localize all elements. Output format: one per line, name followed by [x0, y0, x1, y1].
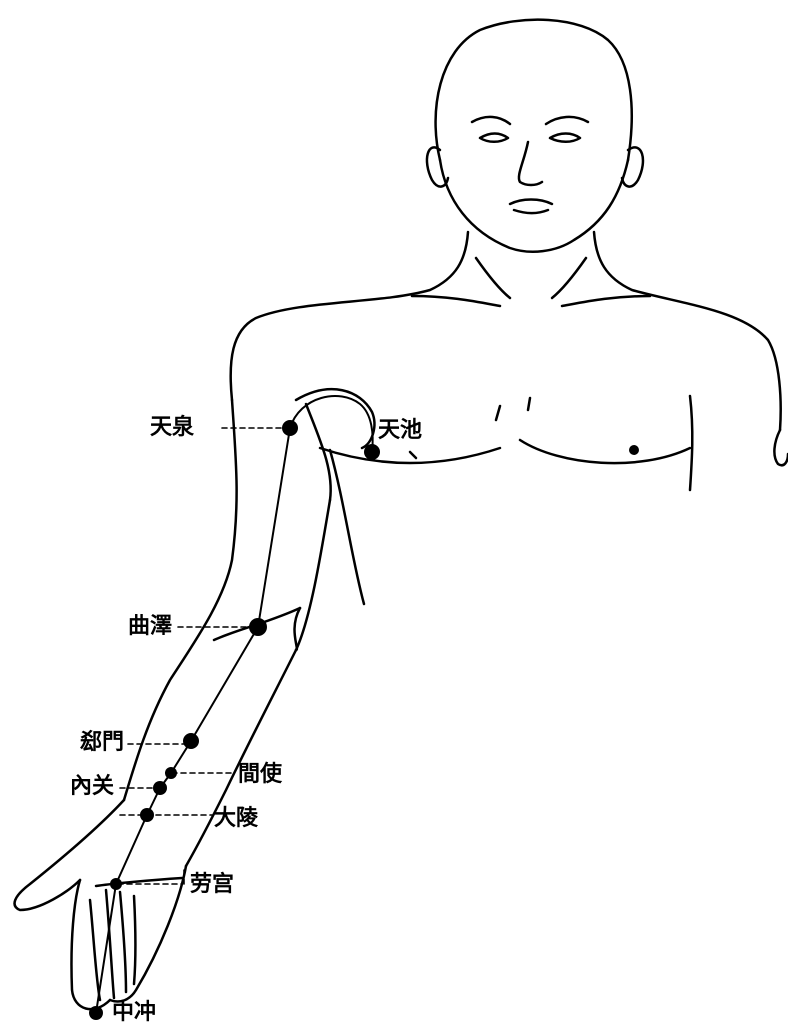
- meridian-branch-to-tianchi: [290, 396, 373, 452]
- label-neiguan: 內关: [70, 774, 114, 798]
- point-jianshi-dot: [165, 767, 177, 779]
- label-tianchi: 天池: [378, 418, 422, 442]
- point-laogong-dot: [110, 878, 122, 890]
- point-neiguan-dot: [153, 781, 167, 795]
- point-quze-dot: [249, 618, 267, 636]
- label-zhongchong: 中冲: [112, 1000, 156, 1024]
- label-daling: 大陵: [214, 806, 258, 830]
- point-daling-dot: [140, 808, 154, 822]
- label-ximen: 郄門: [80, 730, 124, 754]
- point-zhongchong-dot: [89, 1006, 103, 1020]
- torso-outline: [231, 232, 788, 490]
- arm-outline: [15, 389, 375, 1009]
- label-quze: 曲澤: [128, 614, 172, 638]
- label-tianquan: 天泉: [150, 415, 194, 439]
- nipple-dot: [629, 445, 639, 455]
- label-jianshi: 間使: [238, 762, 282, 786]
- point-ximen-dot: [183, 733, 199, 749]
- label-laogong: 劳宫: [190, 872, 234, 896]
- head-outline: [427, 20, 643, 252]
- acupoint-dots: [89, 420, 639, 1020]
